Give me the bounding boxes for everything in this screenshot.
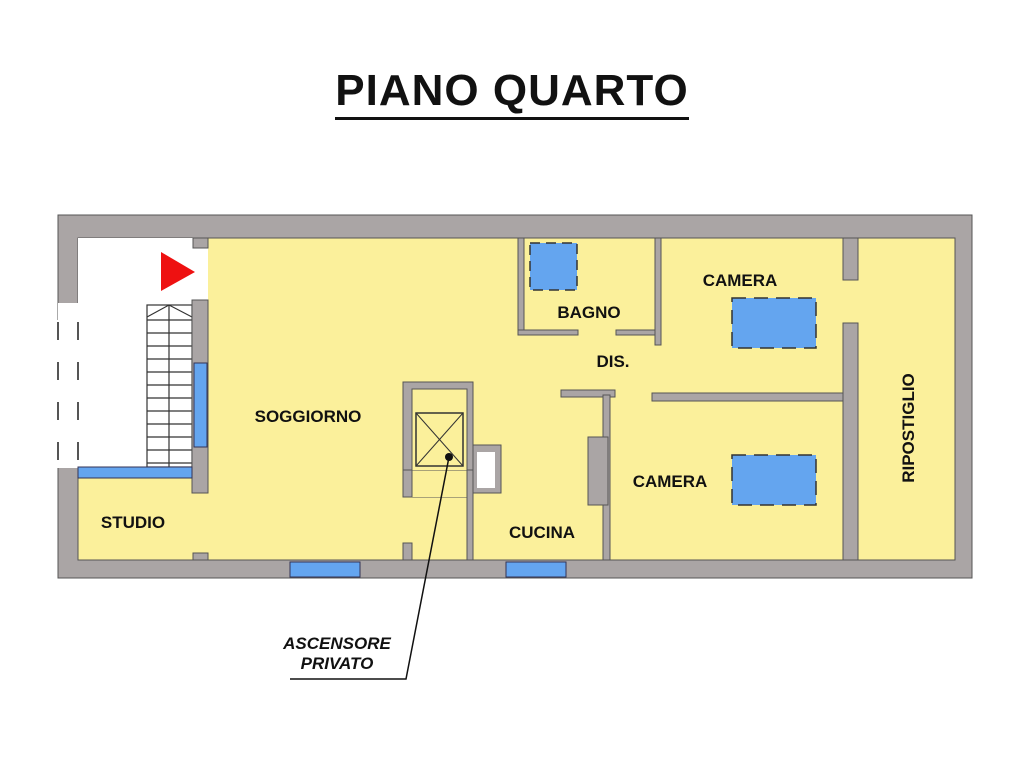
wall bbox=[560, 389, 616, 398]
wall-stub bbox=[192, 237, 209, 249]
dashed-opening-lines bbox=[57, 322, 79, 468]
room-label-cucina: CUCINA bbox=[509, 523, 575, 542]
camera-skylight bbox=[731, 454, 817, 506]
wall bbox=[842, 237, 859, 281]
wall bbox=[466, 469, 474, 561]
wall-stub bbox=[192, 552, 209, 561]
window bbox=[289, 561, 361, 578]
elevator-cab-icon bbox=[415, 412, 464, 467]
room-label-dis: DIS. bbox=[596, 352, 629, 371]
staircase bbox=[146, 304, 193, 468]
left-opening bbox=[56, 320, 80, 468]
wall-stub bbox=[402, 542, 413, 561]
elevator-gap bbox=[412, 471, 467, 497]
annotation-privato: PRIVATO bbox=[301, 654, 374, 673]
window bbox=[77, 466, 193, 479]
annotation-ascensore: ASCENSORE bbox=[282, 634, 391, 653]
plan-title: PIANO QUARTO bbox=[0, 66, 1024, 120]
leader-line bbox=[290, 456, 450, 680]
wall bbox=[517, 329, 579, 336]
bagno-skylight bbox=[529, 242, 578, 291]
wall bbox=[587, 436, 609, 506]
elevator-cross bbox=[415, 412, 464, 467]
wall bbox=[517, 237, 525, 336]
room-label-studio: STUDIO bbox=[101, 513, 165, 532]
room-label-camera: CAMERA bbox=[703, 271, 778, 290]
wall bbox=[654, 237, 662, 346]
wall bbox=[615, 329, 659, 336]
entry-arrow-icon bbox=[161, 252, 195, 291]
duct-inner bbox=[477, 452, 495, 488]
room-label-ripostiglio: RIPOSTIGLIO bbox=[899, 373, 918, 483]
window bbox=[193, 362, 208, 448]
wall bbox=[402, 469, 413, 498]
wall bbox=[842, 322, 859, 561]
elevator-inner bbox=[411, 388, 468, 472]
wall bbox=[651, 392, 845, 402]
room-label-soggiorno: SOGGIORNO bbox=[255, 407, 362, 426]
window bbox=[505, 561, 567, 578]
camera-skylight bbox=[731, 297, 817, 349]
room-label-bagno: BAGNO bbox=[557, 303, 620, 322]
room-label-camera: CAMERA bbox=[633, 472, 708, 491]
